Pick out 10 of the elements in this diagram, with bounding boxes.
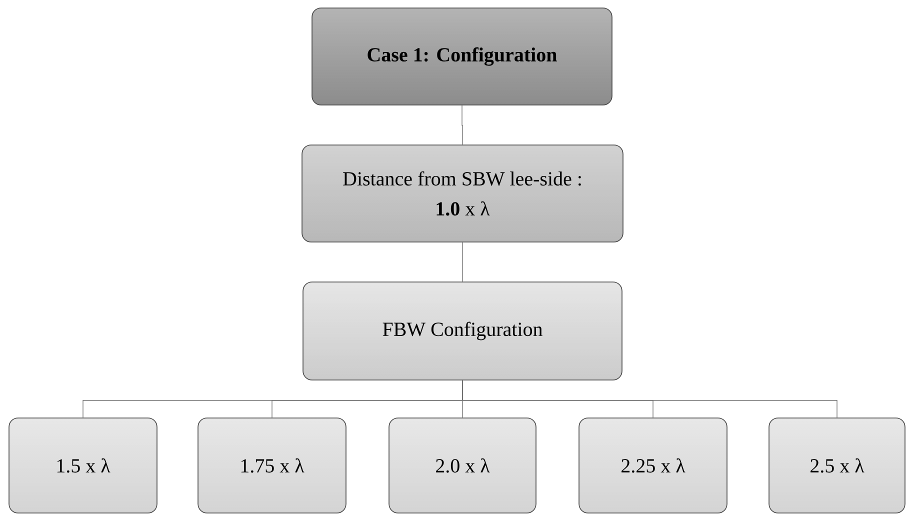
option-box: 2.5 x λ [768, 418, 906, 514]
option-box: 1.75 x λ [198, 418, 346, 514]
option-box: 2.25 x λ [578, 418, 728, 514]
distance-box: Distance from SBW lee-side : 1.0 x λ [302, 144, 624, 242]
option-box: 1.5 x λ [8, 418, 158, 514]
option-box: 2.0 x λ [388, 418, 536, 514]
connector-line [462, 105, 463, 145]
connector-line [462, 242, 463, 282]
configuration-box: FBW Configuration [302, 282, 622, 380]
case-box: Case 1: Configuration [312, 8, 612, 106]
